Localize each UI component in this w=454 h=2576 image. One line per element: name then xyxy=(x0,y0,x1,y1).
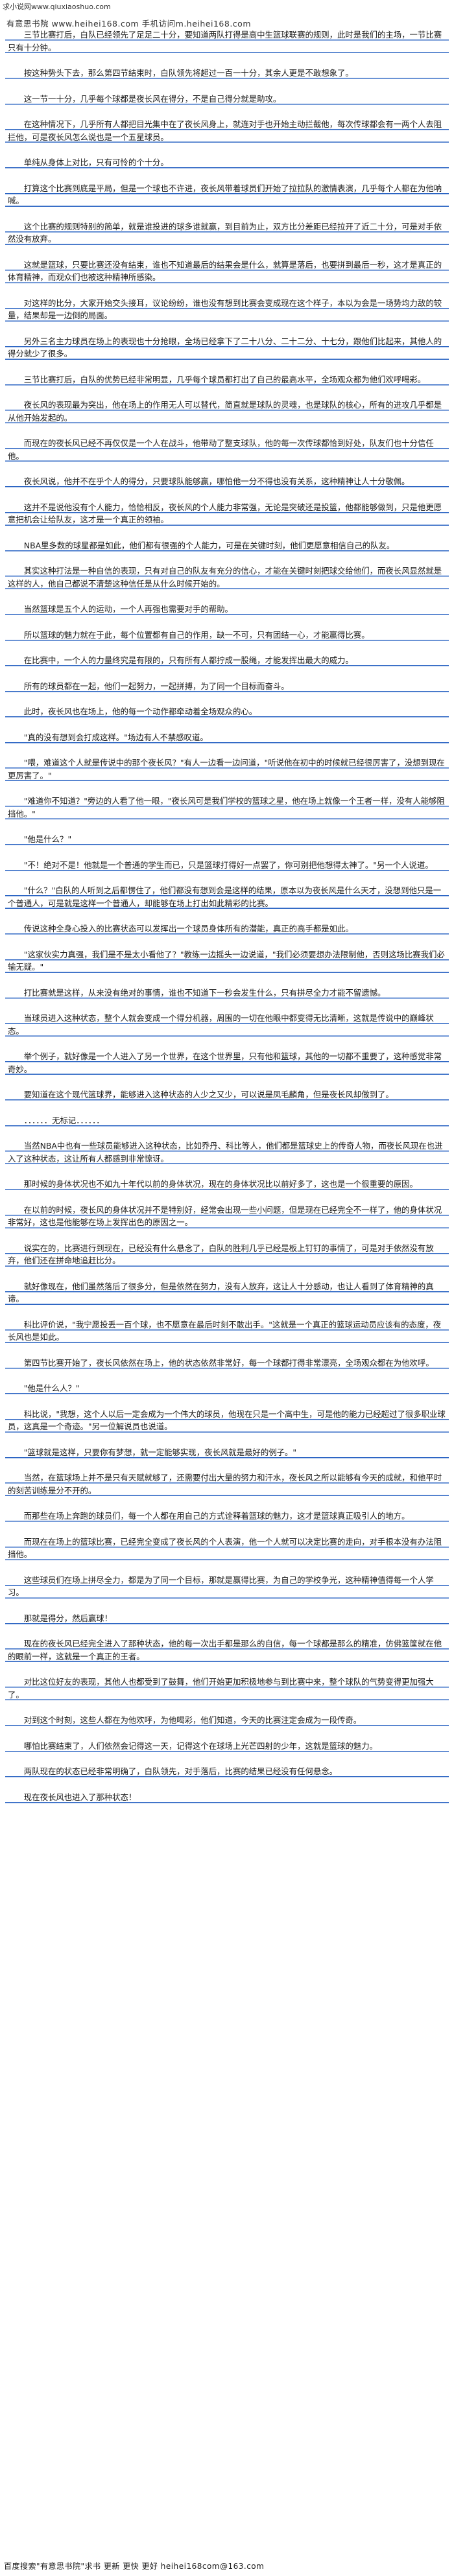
chapter-paragraph: "不！绝对不是！他就是一个普通的学生而已，只是篮球打得好一点罢了，你可别把他想得… xyxy=(5,858,449,871)
chapter-paragraph: 夜长风的表现最为突出，他在场上的作用无人可以替代，简直就是球队的灵魂，也是球队的… xyxy=(5,399,449,424)
chapter-paragraph: 打比赛就是这样，从来没有绝对的事情，谁也不知道下一秒会发生什么，只有拼尽全力才能… xyxy=(5,986,449,999)
chapter-paragraph: 在以前的时候，夜长风的身体状况并不是特别好，经常会出现一些小问题，但是现在已经完… xyxy=(5,1203,449,1229)
chapter-paragraph: 所以篮球的魅力就在于此，每个位置都有自己的作用，缺一不可，只有团结一心，才能赢得… xyxy=(5,628,449,641)
chapter-paragraph: NBA里多数的球星都是如此，他们都有很强的个人能力，可是在关键时刻，他们更愿意相… xyxy=(5,539,449,552)
chapter-paragraph: 而现在在场上的篮球比赛，已经完全变成了夜长风的个人表演，他一个人就可以决定比赛的… xyxy=(5,1535,449,1561)
site-url[interactable]: 求小说网www.qiuxiaoshuo.com xyxy=(3,3,111,11)
chapter-paragraph: 打算这个比赛到底是平局，但是一个球也不许进，夜长风带着球员们开始了拉拉队的激情表… xyxy=(5,181,449,207)
chapter-paragraph: 而现在的夜长风已经不再仅仅是一个人在战斗，他带动了整支球队，他的每一次传球都恰到… xyxy=(5,437,449,462)
site-footer: 百度搜索"有意思书院"求书 更新 更快 更好 heihei168com@163.… xyxy=(4,2562,265,2571)
chapter-paragraph: "他是什么人？" xyxy=(5,1382,449,1395)
chapter-paragraph: 科比评价说，"我宁愿投丢一百个球，也不愿意在最后时刻不敢出手。"这就是一个真正的… xyxy=(5,1318,449,1344)
chapter-paragraph: 所有的球员都在一起，他们一起努力，一起拼搏，为了同一个目标而奋斗。 xyxy=(5,679,449,692)
chapter-paragraph: 在比赛中，一个人的力量终究是有限的，只有所有人都拧成一股绳，才能发挥出最大的威力… xyxy=(5,654,449,667)
chapter-paragraph: "什么？"白队的人听到之后都愣住了，他们都没有想到会是这样的结果，原本以为夜长风… xyxy=(5,884,449,909)
chapter-paragraph: 这个比赛的规则特别的简单，就是谁投进的球多谁就赢，到目前为止，双方比分差距已经拉… xyxy=(5,220,449,246)
chapter-paragraph: 按这种势头下去，那么第四节结束时，白队领先将超过一百一十分，其余人更是不敢想象了… xyxy=(5,67,449,80)
chapter-paragraph: 科比说，"我想，这个人以后一定会成为一个伟大的球员，他现在只是一个高中生，可是他… xyxy=(5,1407,449,1433)
chapter-paragraph: 那时候的身体状况也不如九十年代以前的身体状况，现在的身体状况比以前好多了，这也是… xyxy=(5,1178,449,1191)
chapter-paragraph: 传说这种全身心投入的比赛状态可以发挥出一个球员身体所有的潜能，真正的高手都是如此… xyxy=(5,922,449,935)
chapter-paragraph: "他是什么？" xyxy=(5,833,449,846)
site-header[interactable]: 有意思书院 www.heihei168.com 手机访问m.heihei168.… xyxy=(6,19,251,29)
chapter-paragraph: 这一节一十分，几乎每个球都是夜长风在得分，不是自己得分就是助攻。 xyxy=(5,92,449,105)
chapter-paragraph: "喂，难道这个人就是传说中的那个夜长风？"有人一边看一边问道，"听说他在初中的时… xyxy=(5,756,449,782)
chapter-paragraph: 举个例子，就好像是一个人进入了另一个世界，在这个世界里，只有他和篮球，其他的一切… xyxy=(5,1050,449,1075)
chapter-paragraph: "真的没有想到会打成这样。"场边有人不禁感叹道。 xyxy=(5,731,449,744)
chapter-paragraph: 当然篮球是五个人的运动，一个人再强也需要对手的帮助。 xyxy=(5,603,449,616)
chapter-paragraph: 此时，夜长风也在场上，他的每一个动作都牵动着全场观众的心。 xyxy=(5,705,449,718)
chapter-paragraph: 两队现在的状态已经非常明确了，白队领先，对手落后，比赛的结果已经没有任何悬念。 xyxy=(5,1765,449,1778)
chapter-paragraph: ．．．．．．无标记．．．．．． xyxy=(5,1114,449,1127)
chapter-paragraph: 其实这种打法是一种自信的表现，只有对自己的队友有充分的信心，才能在关键时刻把球交… xyxy=(5,565,449,590)
chapter-paragraph: 三节比赛打后，白队已经领先了足足二十分，要知道两队打得是高中生篮球联赛的规则，此… xyxy=(5,29,449,54)
chapter-paragraph: 就好像现在，他们虽然落后了很多分，但是依然在努力，没有人放弃，这让人十分感动，也… xyxy=(5,1280,449,1306)
chapter-paragraph: 要知道在这个现代篮球界，能够进入这种状态的人少之又少，可以说是凤毛麟角，但是夜长… xyxy=(5,1088,449,1101)
chapter-paragraph: 这就是篮球，只要比赛还没有结束，谁也不知道最后的结果会是什么，就算是落后，也要拼… xyxy=(5,258,449,284)
chapter-paragraph: "难道你不知道？"旁边的人看了他一眼，"夜长风可是我们学校的篮球之星，他在场上就… xyxy=(5,795,449,820)
chapter-paragraph: 三节比赛打后，白队的优势已经非常明显，几乎每个球员都打出了自己的最高水平，全场观… xyxy=(5,373,449,386)
chapter-paragraph: 说实在的，比赛进行到现在，已经没有什么悬念了，白队的胜利几乎已经是板上钉钉的事情… xyxy=(5,1241,449,1267)
chapter-paragraph: 当然NBA中也有一些球员能够进入这种状态，比如乔丹、科比等人，他们都是篮球史上的… xyxy=(5,1140,449,1165)
chapter-paragraph: 当球员进入这种状态，整个人就会变成一个得分机器，周围的一切在他眼中都变得无比清晰… xyxy=(5,1012,449,1037)
chapter-paragraph: 现在的夜长风已经完全进入了那种状态，他的每一次出手都是那么的自信，每一个球都是那… xyxy=(5,1637,449,1663)
chapter-paragraph: 这并不是说他没有个人能力，恰恰相反，夜长风的个人能力非常强，无论是突破还是投篮，… xyxy=(5,500,449,526)
chapter-paragraph: 对到这个时刻，这些人都在为他欢呼，为他喝彩，他们知道，今天的比赛注定会成为一段传… xyxy=(5,1714,449,1727)
chapter-paragraph: 哪怕比赛结束了，人们依然会记得这一天，记得这个在球场上光芒四射的少年，这就是篮球… xyxy=(5,1739,449,1752)
chapter-body: 三节比赛打后，白队已经领先了足足二十分，要知道两队打得是高中生篮球联赛的规则，此… xyxy=(5,29,449,1816)
chapter-paragraph: 现在夜长风也进入了那种状态！ xyxy=(5,1790,449,1803)
chapter-paragraph: 而那些在场上奔跑的球员们，每一个人都在用自己的方式诠释着篮球的魅力，这才是篮球真… xyxy=(5,1510,449,1523)
chapter-paragraph: 对这样的比分，大家开始交头接耳，议论纷纷，谁也没有想到比赛会变成现在这个样子，本… xyxy=(5,296,449,322)
chapter-paragraph: 这些球员们在场上拼尽全力，都是为了同一个目标，那就是赢得比赛，为自己的学校争光，… xyxy=(5,1573,449,1599)
chapter-paragraph: "这家伙实力真强，我们是不是太小看他了？"教练一边摇头一边说道，"我们必须要想办… xyxy=(5,948,449,974)
chapter-paragraph: 夜长风说，他并不在乎个人的得分，只要球队能够赢，哪怕他一分不得也没有关系，这种精… xyxy=(5,475,449,488)
chapter-paragraph: 在这种情况下，几乎所有人都把目光集中在了夜长风身上，就连对手也开始主动拦截他，每… xyxy=(5,118,449,143)
chapter-paragraph: 当然，在篮球场上并不是只有天赋就够了，还需要付出大量的努力和汗水，夜长风之所以能… xyxy=(5,1471,449,1497)
chapter-paragraph: 第四节比赛开始了，夜长风依然在场上，他的状态依然非常好，每一个球都打得非常漂亮，… xyxy=(5,1356,449,1369)
chapter-paragraph: "篮球就是这样，只要你有梦想，就一定能够实现，夜长风就是最好的例子。" xyxy=(5,1446,449,1458)
chapter-paragraph: 对比这位好友的表现，其他人也都受到了鼓舞，他们开始更加积极地参与到比赛中来，整个… xyxy=(5,1676,449,1701)
chapter-paragraph: 单纯从身体上对比，只有可怜的个十分。 xyxy=(5,156,449,169)
chapter-paragraph: 那就是得分，然后赢球！ xyxy=(5,1611,449,1624)
chapter-paragraph: 另外三名主力球员在场上的表现也十分抢眼，全场已经拿下了二十八分、二十二分、十七分… xyxy=(5,334,449,360)
